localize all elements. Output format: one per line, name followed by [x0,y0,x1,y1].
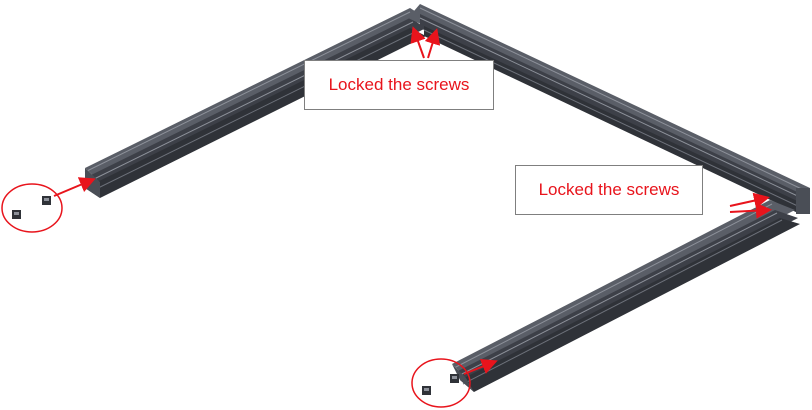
callout-top-label: Locked the screws [329,75,470,95]
arrow-right-screw-1 [730,198,766,206]
t-nut-group-bottom [422,374,459,395]
callout-right: Locked the screws [515,165,703,215]
t-nut-group-left [12,196,51,219]
callout-right-label: Locked the screws [539,180,680,200]
highlight-circle-bottom [412,359,470,407]
highlight-circle-left [2,184,62,232]
rail-bottom [452,200,800,392]
callout-top: Locked the screws [304,60,494,110]
